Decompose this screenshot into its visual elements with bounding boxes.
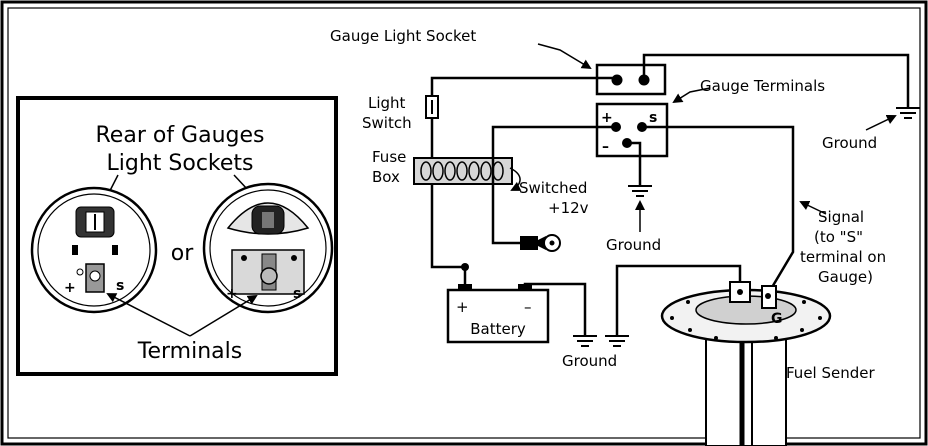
label-switched-1: Switched	[519, 179, 587, 197]
gauge-rear-round: + s	[30, 186, 158, 314]
label-ground-top-right: Ground	[822, 134, 877, 152]
arrow-signal	[799, 200, 827, 215]
ignition-key	[520, 234, 561, 252]
gauge1-s: s	[116, 278, 124, 294]
fuse-box	[413, 157, 513, 185]
gauge-terminals-block	[595, 102, 669, 158]
label-fuse-box-1: Fuse	[372, 148, 406, 166]
label-light-switch-2: Switch	[362, 114, 412, 132]
label-light-switch-1: Light	[368, 94, 406, 112]
label-signal-1: Signal	[818, 208, 864, 226]
gauge2-s: s	[293, 286, 301, 302]
battery-plus: +	[456, 298, 469, 316]
gauge-rear-housing: + s	[202, 182, 334, 314]
arrow-switched	[509, 167, 522, 191]
label-ground-bottom: Ground	[562, 352, 617, 370]
ground-symbol-middle	[628, 185, 652, 197]
inset-title-line2: Light Sockets	[107, 151, 254, 176]
label-signal-3: terminal on	[800, 248, 886, 266]
gauge1-plus: +	[64, 280, 76, 296]
label-switched-2: +12v	[548, 199, 589, 217]
label-fuel-sender: Fuel Sender	[786, 364, 875, 382]
inset-title-line1: Rear of Gauges	[96, 123, 265, 148]
terminal-minus: –	[602, 139, 609, 155]
battery-minus: –	[524, 298, 532, 316]
label-gauge-terminals: Gauge Terminals	[700, 77, 825, 95]
inset-arrow-terminals1	[106, 293, 191, 337]
gauge-light-socket	[595, 63, 667, 96]
label-battery: Battery	[470, 320, 526, 338]
inset-or: or	[171, 241, 194, 266]
label-fuse-box-2: Box	[372, 168, 400, 186]
gauge2-plus: +	[226, 286, 238, 302]
inset-panel: Rear of Gauges Light Sockets + s or	[16, 96, 338, 376]
svg-text:G: G	[771, 311, 783, 327]
label-ground-middle: Ground	[606, 236, 661, 254]
terminal-plus: +	[601, 110, 613, 126]
arrow-gauge-light-socket	[537, 43, 592, 70]
terminal-s: s	[649, 110, 657, 126]
label-signal-4: Gauge)	[818, 268, 873, 286]
fuel-sender: G	[660, 281, 832, 446]
inset-arrow-terminals2	[189, 294, 258, 337]
inner-frame	[7, 7, 921, 439]
inset-terminals-label: Terminals	[137, 339, 242, 364]
label-signal-2: (to "S"	[814, 228, 863, 246]
ground-symbol-top-right	[896, 107, 920, 119]
ground-symbol-bottom-2	[605, 335, 629, 347]
battery	[446, 284, 550, 344]
ground-symbol-bottom-1	[573, 335, 597, 347]
arrow-gauge-terminals	[672, 87, 711, 104]
label-gauge-light-socket: Gauge Light Socket	[330, 27, 476, 45]
wire-junction	[461, 263, 469, 271]
